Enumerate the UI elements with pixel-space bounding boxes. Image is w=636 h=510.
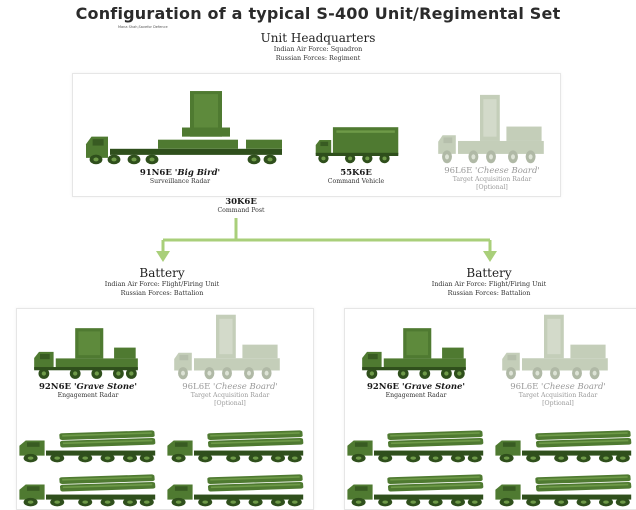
big-bird-caption: 91N6E 'Big Bird' Surveillance Radar bbox=[120, 168, 240, 186]
cheese-board-caption-hq: 96L6E 'Cheese Board' Target Acquisition … bbox=[430, 166, 554, 192]
grave-stone-left-code: 92N6E bbox=[38, 382, 71, 392]
launcher-truck-icon bbox=[167, 474, 304, 507]
cheese-board-caption-right: 96L6E 'Cheese Board' Target Acquisition … bbox=[498, 382, 618, 408]
grave-stone-left-role: Engagement Radar bbox=[57, 392, 119, 399]
grave-stone-right-role: Engagement Radar bbox=[385, 392, 447, 399]
battery-right-line-russia: Russian Forces: Battalion bbox=[447, 289, 531, 297]
battery-left-line-russia: Russian Forces: Battalion bbox=[120, 289, 204, 297]
diagram-title: Configuration of a typical S-400 Unit/Re… bbox=[75, 4, 561, 23]
cheese-board-caption-left: 96L6E 'Cheese Board' Target Acquisition … bbox=[170, 382, 290, 408]
cheese-board-right-code: 96L6E bbox=[510, 382, 539, 392]
launcher-truck-icon bbox=[495, 430, 632, 463]
hq-line-russia: Russian Forces: Regiment bbox=[275, 54, 361, 62]
cheese-board-left-role: Target Acquisition Radar bbox=[190, 392, 270, 399]
cheese-board-hq-code: 96L6E bbox=[444, 166, 473, 176]
big-bird-nickname: 'Big Bird' bbox=[174, 168, 221, 178]
grave-stone-right-nickname: 'Grave Stone' bbox=[401, 382, 466, 392]
cheese-board-right-note: [Optional] bbox=[542, 400, 574, 407]
hq-line-iaf: Indian Air Force: Squadron bbox=[273, 45, 363, 53]
battery-header-right: Battery Indian Air Force: Flight/Firing … bbox=[389, 266, 589, 298]
cheese-board-hq-note: [Optional] bbox=[476, 184, 508, 191]
grave-stone-right-code: 92N6E bbox=[366, 382, 399, 392]
command-vehicle-code: 55K6E bbox=[340, 168, 372, 178]
cheese-board-left-nickname: 'Cheese Board' bbox=[213, 382, 278, 392]
cheese-board-left-note: [Optional] bbox=[214, 400, 246, 407]
cheese-board-right-role: Target Acquisition Radar bbox=[518, 392, 598, 399]
launcher-truck-icon bbox=[495, 474, 632, 507]
launcher-truck-icon bbox=[347, 430, 484, 463]
grave-stone-caption-right: 92N6E 'Grave Stone' Engagement Radar bbox=[358, 382, 474, 400]
image-credit: Mana Shah,Savefor Defence bbox=[118, 25, 168, 29]
big-bird-radar-icon bbox=[86, 91, 282, 165]
big-bird-code: 91N6E bbox=[139, 168, 172, 178]
big-bird-role: Surveillance Radar bbox=[149, 178, 211, 185]
battery-right-heading: Battery bbox=[466, 266, 512, 280]
cheese-board-right-nickname: 'Cheese Board' bbox=[541, 382, 606, 392]
battery-right-line-iaf: Indian Air Force: Flight/Firing Unit bbox=[431, 280, 547, 288]
grave-stone-radar-icon-left bbox=[34, 328, 138, 379]
command-vehicle-caption: 55K6E Command Vehicle bbox=[306, 168, 406, 186]
command-post-caption: 30K6E Command Post bbox=[196, 197, 286, 215]
command-vehicle-icon bbox=[315, 127, 399, 164]
cheese-board-radar-icon-right bbox=[502, 314, 608, 380]
launcher-truck-icon bbox=[347, 474, 484, 507]
battery-left-heading: Battery bbox=[139, 266, 185, 280]
cheese-board-hq-role: Target Acquisition Radar bbox=[452, 176, 532, 183]
cheese-board-hq-nickname: 'Cheese Board' bbox=[475, 166, 540, 176]
cheese-board-radar-icon-left bbox=[174, 314, 280, 380]
launcher-truck-icon bbox=[167, 430, 304, 463]
launcher-truck-icon bbox=[19, 474, 156, 507]
grave-stone-left-nickname: 'Grave Stone' bbox=[73, 382, 138, 392]
hq-header: Unit Headquarters Indian Air Force: Squa… bbox=[218, 31, 418, 63]
command-vehicle-role: Command Vehicle bbox=[327, 178, 385, 185]
cheese-board-radar-icon-hq bbox=[438, 94, 544, 164]
launcher-truck-icon bbox=[19, 430, 156, 463]
battery-left-line-iaf: Indian Air Force: Flight/Firing Unit bbox=[104, 280, 220, 288]
battery-header-left: Battery Indian Air Force: Flight/Firing … bbox=[62, 266, 262, 298]
grave-stone-caption-left: 92N6E 'Grave Stone' Engagement Radar bbox=[30, 382, 146, 400]
hq-panel bbox=[72, 73, 561, 197]
command-post-code: 30K6E bbox=[225, 197, 257, 207]
grave-stone-radar-icon-right bbox=[362, 328, 466, 379]
cheese-board-left-code: 96L6E bbox=[182, 382, 211, 392]
hq-heading: Unit Headquarters bbox=[260, 31, 376, 45]
command-post-role: Command Post bbox=[217, 207, 265, 214]
